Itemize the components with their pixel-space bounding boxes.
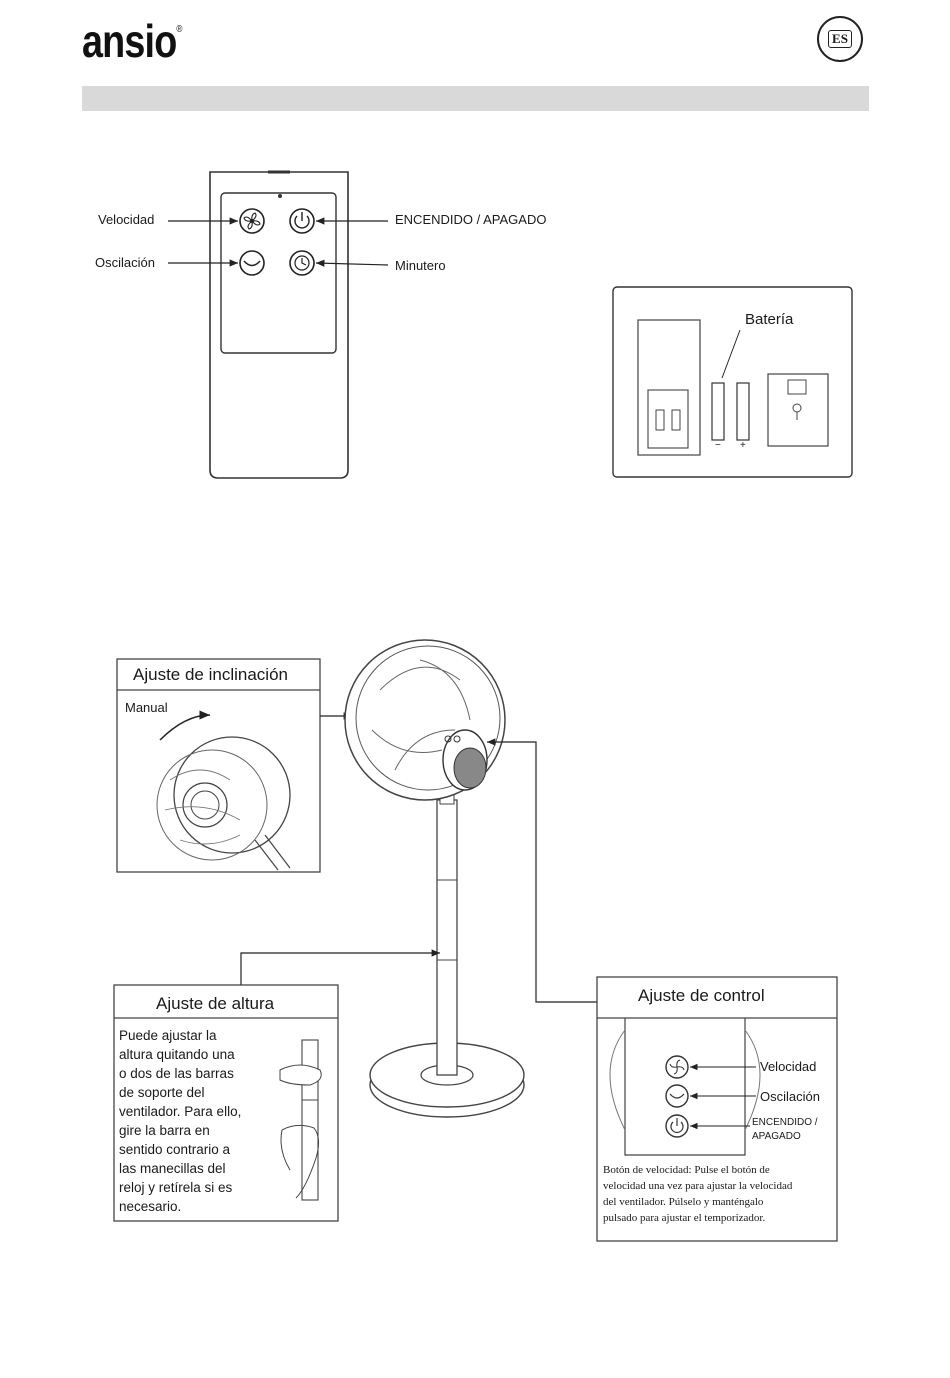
height-adjust-box: [113, 984, 339, 1222]
brand-logo: ansio®: [82, 14, 183, 68]
remote-control-illustration: [209, 170, 349, 479]
trademark-symbol: ®: [176, 24, 182, 35]
tilt-adjust-box: [116, 658, 321, 873]
height-line: sentido contrario a: [119, 1142, 231, 1157]
control-box-title: Ajuste de control: [638, 986, 765, 1005]
language-badge: ES: [817, 16, 863, 62]
remote-oscillation-label: Oscilación: [95, 255, 155, 270]
height-line: necesario.: [119, 1199, 182, 1214]
height-line: altura quitando una: [119, 1047, 235, 1062]
control-power-label: ENCENDIDO / APAGADO: [752, 1116, 818, 1144]
speed-fan-icon: [239, 208, 265, 234]
remote-leader-lines: [168, 217, 389, 267]
power-icon: [289, 208, 315, 234]
oscillation-icon: [239, 250, 265, 276]
battery-minus-label: −: [715, 440, 721, 451]
tilt-box-title: Ajuste de inclinación: [133, 665, 288, 684]
section-header-bar: [82, 86, 869, 111]
remote-speed-label: Velocidad: [98, 212, 155, 227]
brand-name: ansio: [82, 15, 177, 67]
remote-power-label: ENCENDIDO / APAGADO: [395, 212, 547, 227]
control-power-line1: ENCENDIDO /: [752, 1117, 818, 1128]
control-desc-line: pulsado para ajustar el temporizador.: [603, 1212, 766, 1224]
control-speed-label: Velocidad: [760, 1059, 817, 1074]
height-line: reloj y retírela si es: [119, 1180, 233, 1195]
height-line: las manecillas del: [119, 1161, 226, 1176]
timer-clock-icon: [289, 250, 315, 276]
height-line: gire la barra en: [119, 1123, 210, 1138]
battery-plus-label: +: [740, 440, 746, 451]
height-box-description: Puede ajustar la altura quitando una o d…: [119, 1026, 241, 1216]
control-adjust-box: [596, 976, 838, 1242]
control-leader-line: [487, 738, 597, 1003]
control-oscillation-label: Oscilación: [760, 1089, 820, 1104]
height-line: o dos de las barras: [119, 1066, 234, 1081]
height-line: ventilador. Para ello,: [119, 1104, 242, 1119]
control-desc-line: del ventilador. Púlselo y manténgalo: [603, 1196, 764, 1208]
height-box-title: Ajuste de altura: [156, 994, 275, 1013]
control-box-description: Botón de velocidad: Pulse el botón de ve…: [603, 1162, 792, 1226]
language-badge-label: ES: [828, 30, 852, 48]
control-power-line2: APAGADO: [752, 1131, 801, 1142]
height-line: Puede ajustar la: [119, 1028, 217, 1043]
tilt-mode-label: Manual: [125, 700, 168, 715]
height-leader-line: [240, 949, 440, 985]
control-desc-line: Botón de velocidad: Pulse el botón de: [603, 1164, 770, 1176]
battery-label: Batería: [745, 311, 794, 328]
height-line: de soporte del: [119, 1085, 205, 1100]
remote-timer-label: Minutero: [395, 258, 446, 273]
control-desc-line: velocidad una vez para ajustar la veloci…: [603, 1180, 793, 1192]
standing-fan-illustration: [344, 639, 525, 1118]
battery-box: [612, 286, 853, 478]
